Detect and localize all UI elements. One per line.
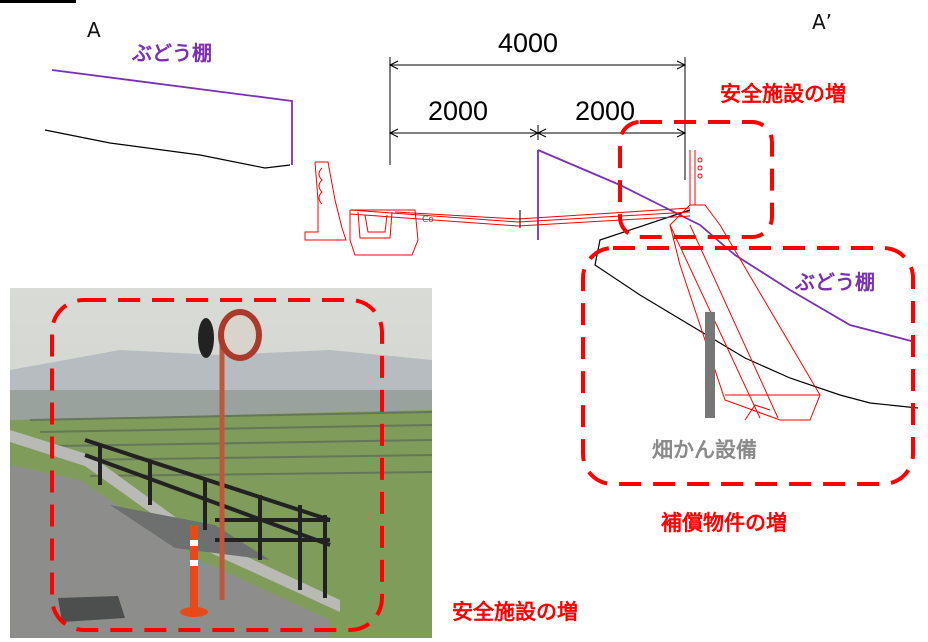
safety-label-bottom: 安全施設の増 [452, 600, 578, 624]
ground-line-left [44, 129, 291, 169]
dimension-left: 2000 [428, 96, 489, 126]
vineyard-label-left: ぶどう棚 [132, 41, 212, 65]
dimension-lines [388, 57, 687, 180]
vineyard-line-slope [537, 149, 916, 343]
safety-label-top: 安全施設の増 [720, 82, 846, 106]
dimension-total: 4000 [498, 28, 559, 58]
road-structure [304, 150, 821, 421]
dimension-right: 2000 [575, 96, 636, 126]
safety-box-top [618, 120, 774, 239]
ground-line-right [594, 209, 919, 409]
safety-box-photo [50, 298, 384, 632]
corner-bar [0, 0, 76, 3]
compensation-label: 補償物件の増 [661, 511, 787, 535]
vineyard-line-left [51, 69, 293, 165]
irrigation-pipe [705, 312, 715, 418]
section-end-label: A’ [812, 10, 833, 34]
vineyard-label-right: ぶどう棚 [795, 270, 875, 294]
section-start-label: A [87, 18, 101, 42]
concrete-label: Co [422, 215, 434, 225]
site-photo [10, 288, 433, 638]
irrigation-label: 畑かん設備 [652, 438, 757, 462]
